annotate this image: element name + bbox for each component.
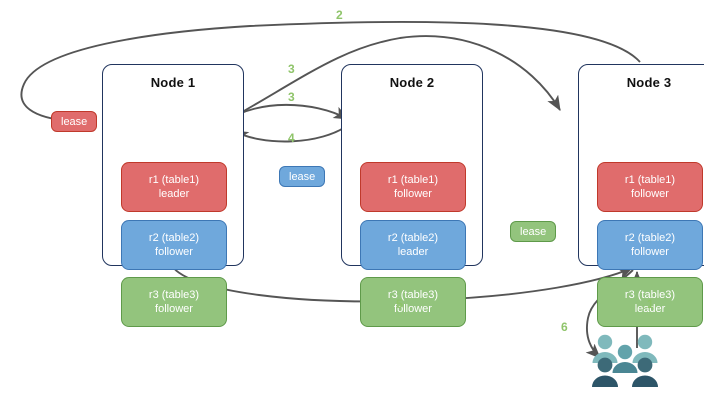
replica-node3-r2[interactable]: r2 (table2) follower (597, 220, 703, 270)
replica-label-line2: follower (631, 246, 669, 258)
node-box-2[interactable]: Node 2 r1 (table1) follower r2 (table2) … (341, 64, 483, 327)
replica-label-line1: r1 (table1) (148, 174, 200, 186)
replica-label-line1: r2 (table2) (387, 232, 439, 244)
replica-node1-r3[interactable]: r3 (table3) follower (121, 277, 227, 327)
replica-label-line2: follower (155, 303, 193, 315)
edge-label-2: 2 (336, 8, 343, 22)
node-box-1[interactable]: Node 1 r1 (table1) leader r2 (table2) fo… (102, 64, 244, 327)
lease-chip-green[interactable]: lease (510, 221, 557, 242)
replica-label-line2: follower (155, 246, 193, 258)
lease-chip-red[interactable]: lease (51, 111, 98, 132)
node-title-1: Node 1 (150, 75, 196, 90)
replica-label-line1: r3 (table3) (624, 289, 676, 301)
node-title-2: Node 2 (389, 75, 435, 90)
replica-label-line2: leader (158, 188, 190, 200)
users-group-icon (592, 334, 658, 387)
edge-label-3-short: 3 (288, 90, 295, 104)
replica-node3-r1[interactable]: r1 (table1) follower (597, 162, 703, 212)
edge-label-5: 5 (396, 297, 403, 311)
replica-label-line1: r1 (table1) (624, 174, 676, 186)
edge-label-4: 4 (288, 131, 295, 145)
edge-3-short-path (227, 103, 350, 121)
replica-label-line1: r3 (table3) (148, 289, 200, 301)
replica-node3-r3[interactable]: r3 (table3) leader (597, 277, 703, 327)
replica-label-line2: leader (634, 303, 666, 315)
replica-label-line2: leader (397, 246, 429, 258)
replica-label-line1: r2 (table2) (148, 232, 200, 244)
replica-label-line2: follower (394, 188, 432, 200)
edge-label-6: 6 (561, 320, 568, 334)
replica-label-line1: r3 (table3) (387, 289, 439, 301)
replica-node2-r3[interactable]: r3 (table3) follower (360, 277, 466, 327)
lease-chip-blue[interactable]: lease (279, 166, 326, 187)
replica-node2-r1[interactable]: r1 (table1) follower (360, 162, 466, 212)
node-title-3: Node 3 (626, 75, 672, 90)
edge-label-1: 1 (647, 297, 654, 311)
replica-label-line1: r1 (table1) (387, 174, 439, 186)
replica-node2-r2[interactable]: r2 (table2) leader (360, 220, 466, 270)
replica-label-line1: r2 (table2) (624, 232, 676, 244)
replica-node1-r1[interactable]: r1 (table1) leader (121, 162, 227, 212)
replica-label-line2: follower (631, 188, 669, 200)
node-box-3[interactable]: Node 3 r1 (table1) follower r2 (table2) … (578, 64, 704, 327)
replica-node1-r2[interactable]: r2 (table2) follower (121, 220, 227, 270)
replica-label-line2: follower (394, 303, 432, 315)
edge-label-3-long: 3 (288, 62, 295, 76)
